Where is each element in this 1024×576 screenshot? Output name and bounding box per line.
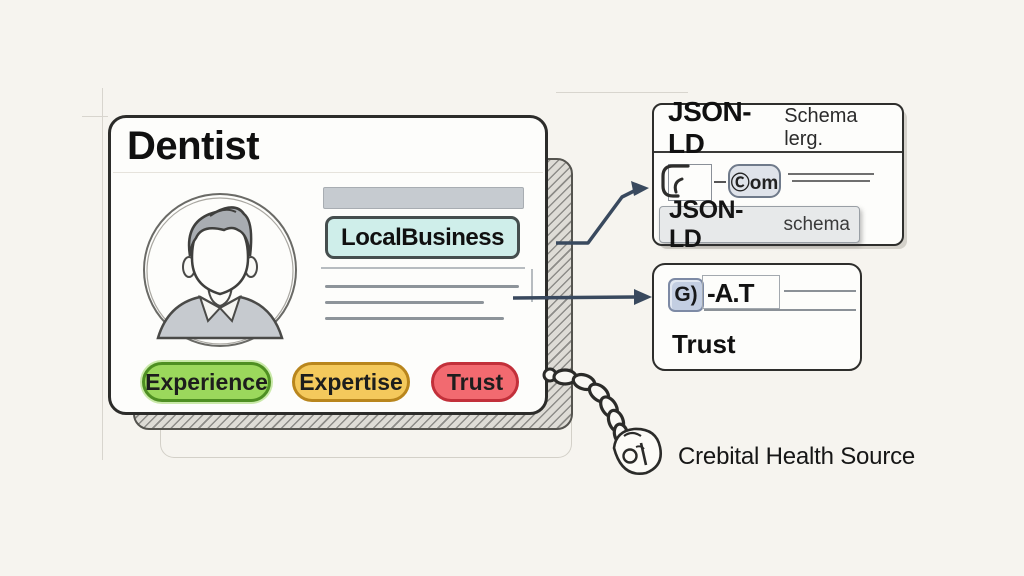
credible-source-label: Crebital Health Source [678,443,916,470]
schema-bar-title: JSON-LD [669,195,743,253]
placeholder-textline [325,317,504,320]
construction-guide-top [556,92,688,93]
trust-caption: Trust [672,329,736,359]
placeholder-line [788,173,874,175]
schema-bar-label: schema [783,213,850,235]
connector-dash [714,181,726,183]
back-sheet-outline [160,412,572,458]
person-avatar-icon [143,193,297,347]
localbusiness-badge: LocalBusiness [325,216,520,259]
curly-brace-icon [661,164,690,198]
placeholder-line [704,309,856,311]
padlock-icon [612,427,662,475]
placeholder-line [784,290,856,292]
code-icon-frame [668,164,712,201]
eat-label: -A.T [707,278,755,308]
eat-trust-box: G) -A.T Trust [652,263,862,371]
schema-box-subtitle: Schema lerg. [784,105,858,150]
placeholder-textline [325,285,519,288]
dentist-profile-card: Dentist LocalBusiness [108,115,548,415]
title-divider [113,172,543,173]
placeholder-line [792,180,870,182]
json-ld-schema-bar: JSON-LD schema [659,196,860,253]
placeholder-bar [323,187,524,209]
eat-label-frame [702,275,780,309]
construction-guide-horizontal [82,116,108,117]
com-chip: Ⓒom [728,164,781,198]
placeholder-textline [325,301,484,304]
schema-box-title: JSON-LD [668,96,752,159]
json-ld-schema-box: JSON-LD Schema lerg. Ⓒom JSON-LD schema [652,96,904,253]
eat-badge-icon: G) [668,278,704,312]
experience-pill: Experience [142,362,271,402]
content-divider [321,267,525,269]
construction-guide-vertical [102,88,103,460]
expertise-pill: Expertise [292,362,410,402]
bracket-line [531,269,533,302]
trust-pill: Trust [431,362,519,402]
card-title: Dentist [127,124,260,168]
schema-box-header: JSON-LD Schema lerg. [654,96,902,159]
